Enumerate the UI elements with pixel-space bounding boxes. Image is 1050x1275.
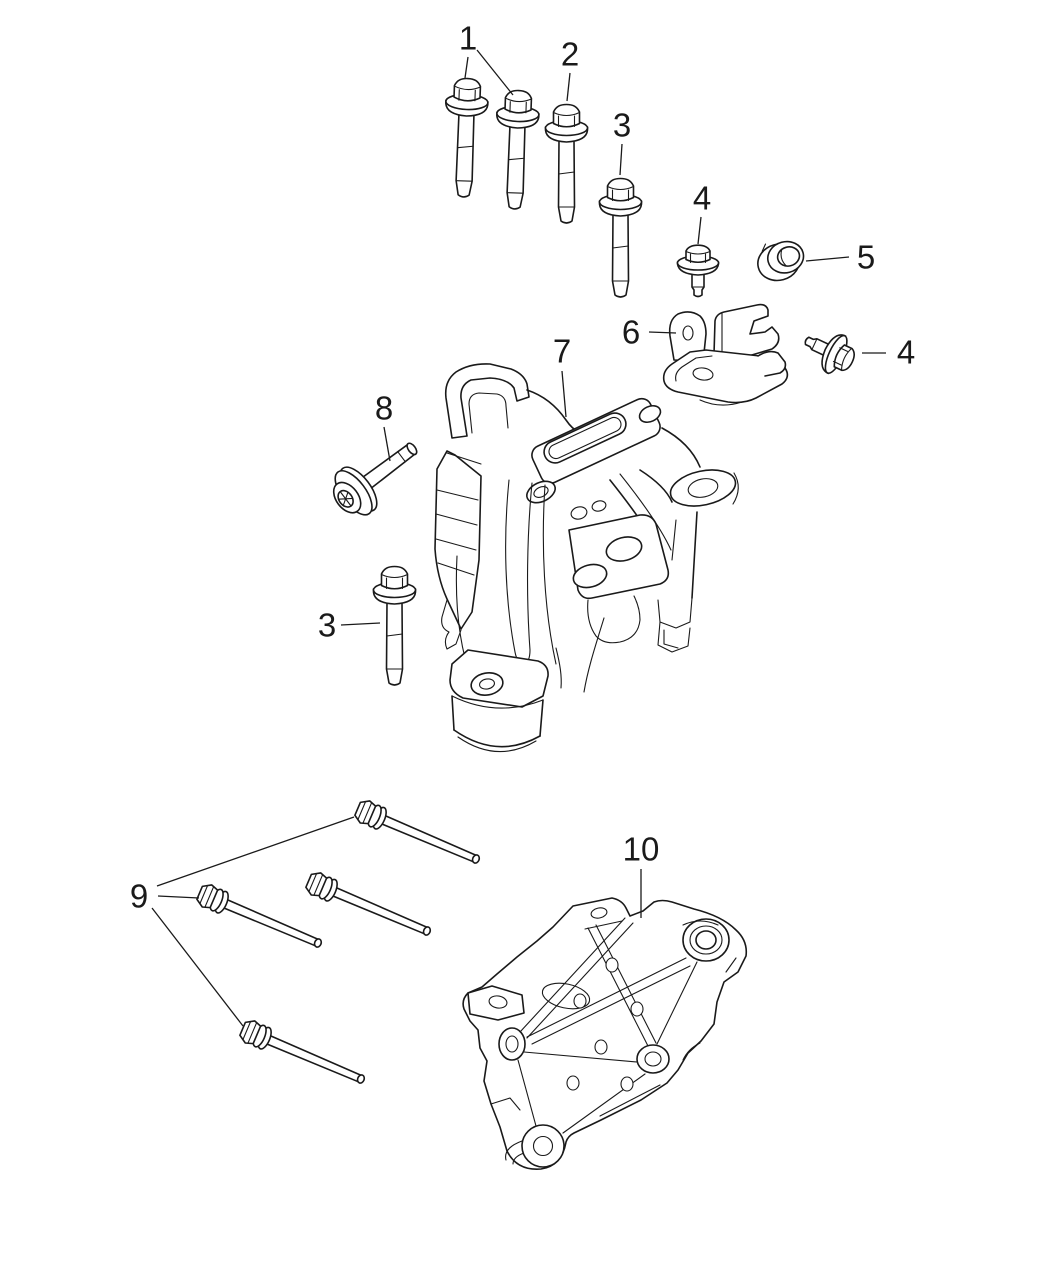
leader-line-callout-1 xyxy=(476,49,514,96)
leader-line-callout-3 xyxy=(340,622,381,626)
part-engine-mount-7 xyxy=(434,363,739,753)
part-small-bracket-6 xyxy=(662,303,789,406)
leader-line-callout-8 xyxy=(383,426,391,462)
callout-label-7: 7 xyxy=(552,332,572,370)
callout-label-6: 6 xyxy=(621,313,641,351)
leader-line-callout-2 xyxy=(566,72,571,102)
leader-line-callout-6 xyxy=(648,331,677,334)
part-grommet-5 xyxy=(757,240,805,282)
leader-line-callout-3 xyxy=(619,143,623,176)
leader-line-callout-5 xyxy=(805,256,850,262)
callout-label-8: 8 xyxy=(374,389,394,427)
callout-label-3: 3 xyxy=(612,106,632,144)
part-support-bracket-10 xyxy=(462,897,748,1170)
leader-line-callout-4 xyxy=(697,216,702,245)
callout-label-3: 3 xyxy=(317,606,337,644)
callout-label-4: 4 xyxy=(692,179,712,217)
leader-line-callout-7 xyxy=(561,370,567,418)
leader-line-callout-9 xyxy=(151,907,244,1027)
callout-label-4: 4 xyxy=(896,333,916,371)
callout-label-2: 2 xyxy=(560,35,580,73)
callout-label-1: 1 xyxy=(458,19,478,57)
leader-line-callout-9 xyxy=(157,895,200,899)
leader-line-callout-1 xyxy=(464,56,469,79)
callout-label-5: 5 xyxy=(856,238,876,276)
leader-line-callout-9 xyxy=(156,816,355,887)
callout-label-9: 9 xyxy=(129,877,149,915)
callout-label-10: 10 xyxy=(622,830,660,868)
part-angled-flange-bolt-8 xyxy=(332,442,418,516)
